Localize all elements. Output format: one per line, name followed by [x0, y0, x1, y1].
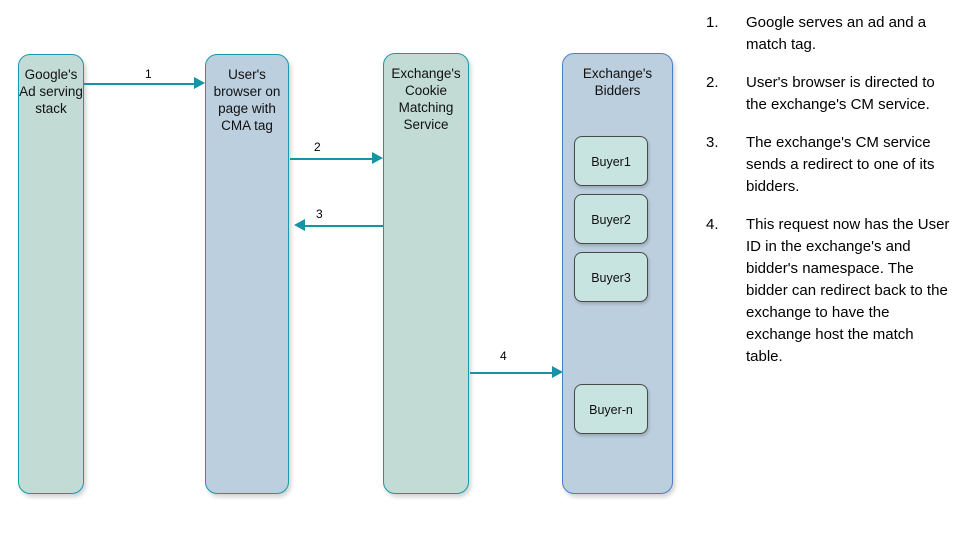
arrow-3-line: [303, 225, 383, 227]
arrow-2-line: [290, 158, 374, 160]
legend-list: 1. Google serves an ad and a match tag. …: [706, 12, 952, 384]
legend-item-1: 1. Google serves an ad and a match tag.: [706, 12, 952, 56]
buyer-box-1[interactable]: Buyer1: [574, 136, 648, 186]
legend-item-2-text: User's browser is directed to the exchan…: [746, 74, 935, 113]
legend-item-4-text: This request now has the User ID in the …: [746, 216, 950, 365]
buyer-box-2[interactable]: Buyer2: [574, 194, 648, 244]
legend-item-4-number: 4.: [706, 216, 719, 233]
node-exchange-cookie-matching-service[interactable]: Exchange's Cookie Matching Service: [383, 53, 469, 494]
arrow-1-label: 1: [145, 67, 152, 81]
arrow-3-label: 3: [316, 207, 323, 221]
arrow-4-head-icon: [552, 366, 563, 378]
legend-item-3-text: The exchange's CM service sends a redire…: [746, 134, 935, 195]
legend-item-2-number: 2.: [706, 74, 719, 91]
arrow-2-label: 2: [314, 140, 321, 154]
node-user-browser[interactable]: User's browser on page with CMA tag: [205, 54, 289, 494]
legend-item-1-text: Google serves an ad and a match tag.: [746, 14, 927, 53]
arrow-1-line: [84, 83, 196, 85]
arrow-4-label: 4: [500, 349, 507, 363]
arrow-1-head-icon: [194, 77, 205, 89]
arrow-2-head-icon: [372, 152, 383, 164]
legend-item-3-number: 3.: [706, 134, 719, 151]
buyer-box-3[interactable]: Buyer3: [574, 252, 648, 302]
legend-item-4: 4. This request now has the User ID in t…: [706, 214, 952, 368]
arrow-3-head-icon: [294, 219, 305, 231]
buyer-box-n[interactable]: Buyer-n: [574, 384, 648, 434]
legend-item-3: 3. The exchange's CM service sends a red…: [706, 132, 952, 198]
legend-item-2: 2. User's browser is directed to the exc…: [706, 72, 952, 116]
arrow-4-line: [470, 372, 554, 374]
legend-item-1-number: 1.: [706, 14, 719, 31]
node-google-ad-serving-stack[interactable]: Google's Ad serving stack: [18, 54, 84, 494]
